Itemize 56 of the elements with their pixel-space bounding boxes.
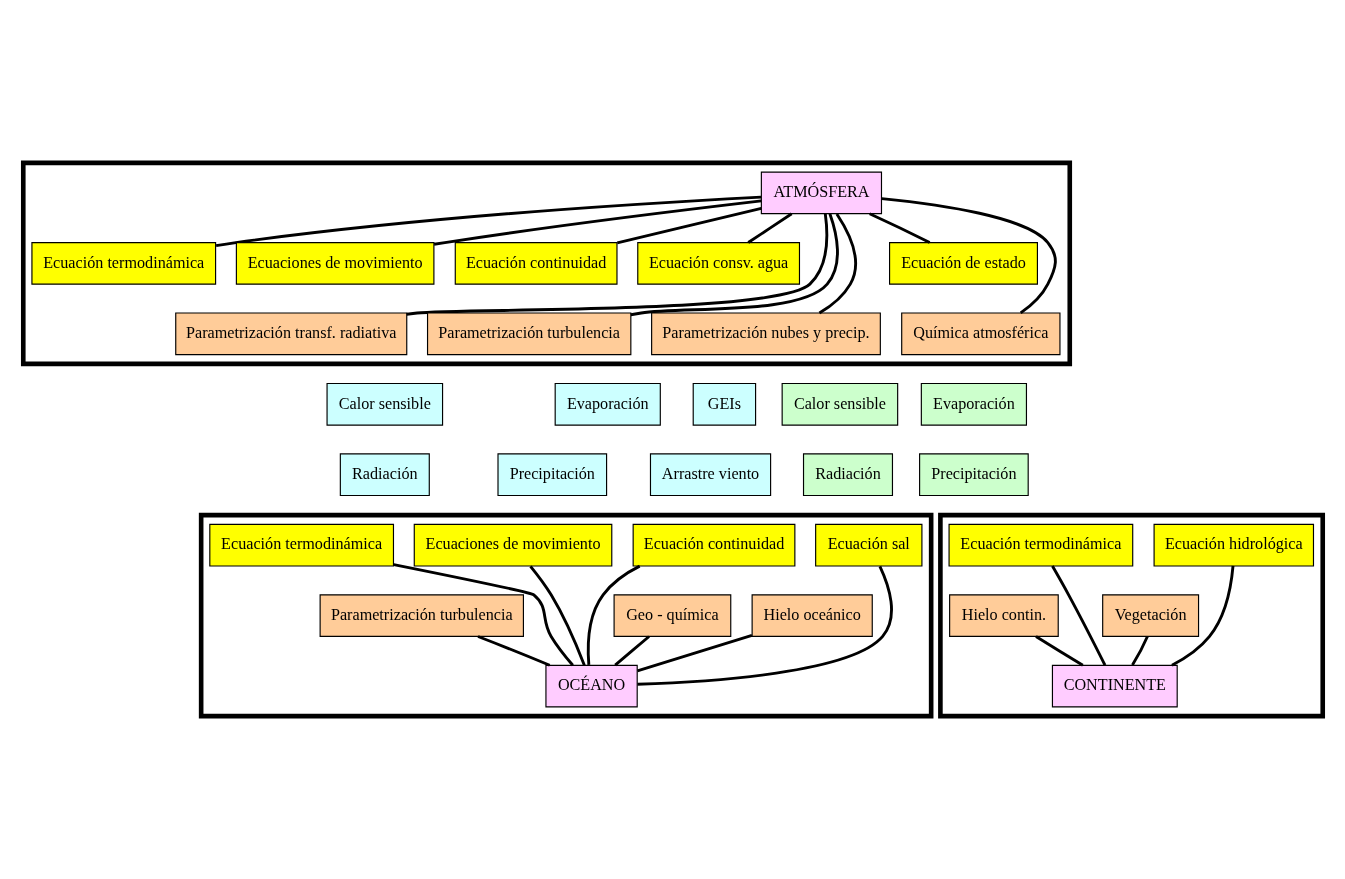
node-box: Ecuaciones de movimiento — [235, 242, 434, 285]
node-box: Ecuación consv. agua — [636, 242, 800, 285]
connector — [613, 635, 650, 667]
connector — [868, 212, 930, 244]
connector — [616, 207, 762, 245]
node-box: Calor sensible — [326, 382, 443, 426]
node-box: Precipitación — [918, 453, 1029, 497]
node-box: Química atmosférica — [900, 312, 1061, 356]
node-box: CONTINENTE — [1051, 664, 1178, 708]
node-box: Ecuación termodinámica — [947, 523, 1133, 567]
connector — [1034, 635, 1084, 667]
cluster — [198, 512, 933, 719]
node-box: ATMÓSFERA — [760, 171, 882, 215]
node-box: Vegetación — [1101, 594, 1199, 638]
connector — [586, 564, 640, 666]
node-box: Radiación — [802, 453, 893, 497]
connector — [630, 213, 839, 317]
node-box: Parametrización transf. radiativa — [174, 312, 407, 356]
connector — [433, 199, 761, 246]
connector — [1050, 565, 1106, 666]
node-box: Ecuación hidrológica — [1153, 523, 1314, 567]
node-box: Evaporación — [554, 382, 661, 426]
connector — [1130, 635, 1149, 666]
connector — [528, 565, 586, 666]
node-box: OCÉANO — [544, 664, 638, 708]
node-box: Ecuación continuidad — [454, 242, 618, 285]
connector — [1170, 565, 1234, 667]
node-box: Precipitación — [496, 453, 607, 497]
node-box: Parametrización nubes y precip. — [650, 312, 881, 356]
connector — [747, 212, 792, 244]
node-box: Evaporación — [920, 382, 1027, 426]
node-box: Calor sensible — [781, 382, 898, 426]
node-box: Ecuación de estado — [888, 242, 1038, 285]
connector — [477, 635, 550, 667]
connector — [636, 565, 893, 686]
connector — [215, 195, 761, 247]
node-box: Parametrización turbulencia — [319, 594, 524, 638]
node-box: Hielo oceánico — [751, 594, 873, 638]
node-box: Arrastre viento — [649, 453, 771, 497]
node-box: Hielo contin. — [948, 594, 1059, 638]
node-box: Radiación — [339, 453, 430, 497]
node-box: Geo - química — [613, 594, 731, 638]
node-box: Ecuaciones de movimiento — [413, 523, 612, 567]
node-box: GEIs — [692, 382, 756, 426]
node-box: Parametrización turbulencia — [426, 312, 631, 356]
connector — [881, 197, 1057, 315]
node-box: Ecuación termodinámica — [208, 523, 394, 567]
node-box: Ecuación termodinámica — [30, 242, 216, 285]
connector — [406, 213, 828, 316]
node-box: Ecuación sal — [814, 523, 922, 567]
node-box: Ecuación continuidad — [632, 523, 795, 567]
connector — [818, 213, 857, 315]
cluster — [937, 512, 1325, 719]
connector — [393, 563, 574, 667]
connector — [636, 634, 752, 673]
cluster — [20, 160, 1072, 367]
